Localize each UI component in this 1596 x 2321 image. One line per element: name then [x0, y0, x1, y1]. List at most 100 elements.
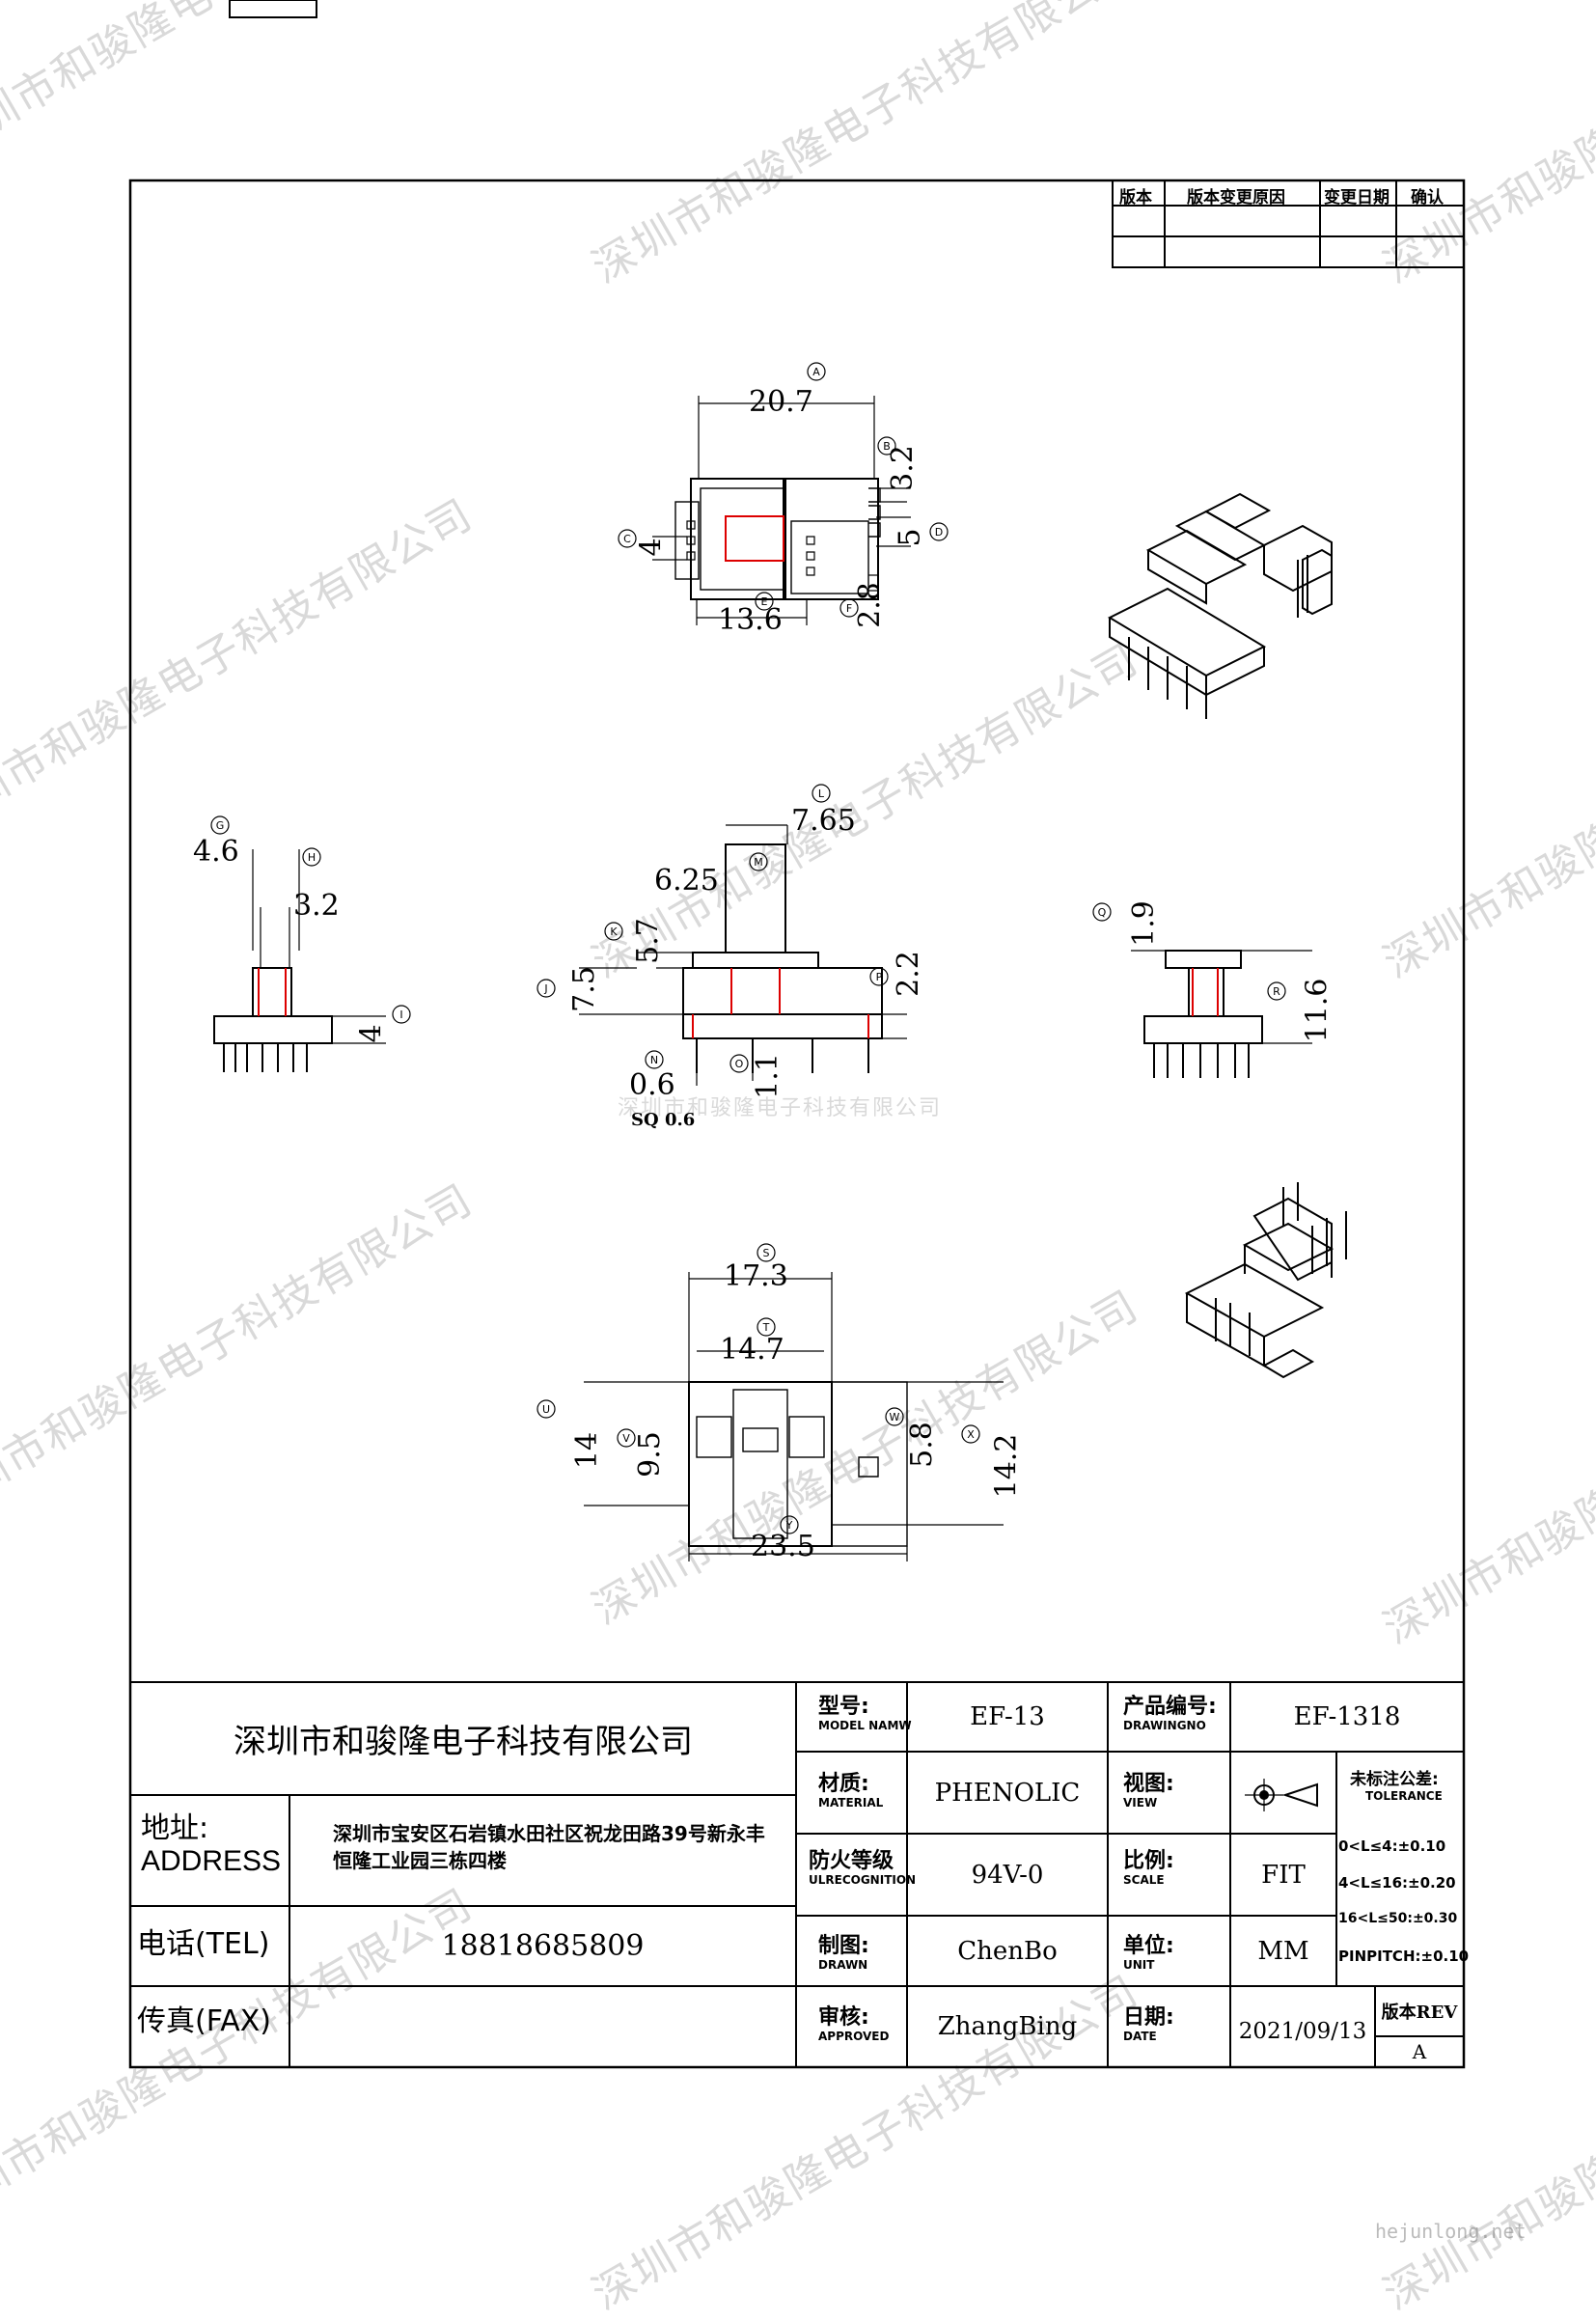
dim-g: 4.6 — [193, 835, 239, 869]
marker-circle — [617, 1428, 636, 1448]
revision-value: A — [1412, 2040, 1427, 2063]
marker-letter: F — [846, 602, 852, 615]
marker-circle — [869, 967, 889, 986]
isometric-view-2 — [1184, 1182, 1347, 1379]
side-view-left-dimensions — [252, 849, 386, 1044]
marker-letter: V — [622, 1432, 630, 1445]
marker-letter: Q — [1098, 906, 1107, 919]
address-label-cn: 地址: — [141, 1811, 209, 1845]
marker-circle — [839, 598, 859, 618]
address-line-1: 深圳市宝安区石岩镇水田社区祝龙田路39号新永丰 — [333, 1822, 765, 1845]
dim-k: 5.7 — [630, 918, 665, 964]
marker-letter: O — [735, 1058, 744, 1070]
address-line-2: 恒隆工业园三栋四楼 — [333, 1849, 507, 1872]
company-name: 深圳市和骏隆电子科技有限公司 — [234, 1723, 693, 1761]
fire-rating-label-cn: 防火等级 — [809, 1849, 894, 1873]
top-view — [674, 478, 881, 600]
marker-circle — [1267, 981, 1286, 1001]
unit-label-en: UNIT — [1123, 1958, 1155, 1972]
dim-v: 9.5 — [632, 1431, 667, 1478]
date-label-en: DATE — [1123, 2030, 1157, 2043]
unit-label-cn: 单位: — [1123, 1934, 1174, 1958]
marker-circle — [961, 1424, 980, 1444]
marker-letter: N — [650, 1054, 658, 1066]
isometric-view-1 — [1107, 492, 1333, 719]
product-no-label-cn: 产品编号: — [1123, 1695, 1217, 1719]
marker-circle — [755, 592, 774, 611]
marker-circle — [749, 852, 768, 871]
revision-header-version: 版本 — [1119, 188, 1152, 207]
dim-p: 2.2 — [891, 951, 925, 997]
material-label-en: MATERIAL — [818, 1796, 884, 1810]
marker-letter: R — [1273, 985, 1280, 998]
drawn-label-en: DRAWN — [818, 1958, 868, 1972]
date-label-cn: 日期: — [1123, 2005, 1174, 2030]
scale-label-cn: 比例: — [1123, 1849, 1174, 1873]
revision-label: 版本REV — [1381, 2003, 1458, 2023]
projection-symbol-icon — [1245, 1779, 1318, 1811]
front-view-dimensions — [579, 824, 907, 1086]
marker-letter: G — [216, 819, 225, 832]
view-label-en: VIEW — [1123, 1796, 1158, 1810]
marker-circle — [537, 979, 556, 998]
dim-d: 5 — [893, 528, 927, 547]
dim-h: 3.2 — [293, 889, 340, 923]
marker-letter: X — [967, 1428, 975, 1441]
product-no-value: EF-1318 — [1293, 1702, 1401, 1731]
marker-letter: J — [543, 982, 547, 995]
marker-circle — [807, 362, 826, 381]
scale-label-en: SCALE — [1123, 1873, 1165, 1887]
marker-letter: B — [883, 440, 891, 453]
marker-circle — [812, 784, 831, 803]
dim-l: 7.65 — [791, 804, 856, 838]
fire-rating-value: 94V-0 — [971, 1860, 1044, 1890]
fax-label: 传真(FAX) — [137, 2004, 271, 2038]
tolerance-row: 4<L≤16:±0.20 — [1338, 1874, 1456, 1892]
marker-circle — [645, 1050, 664, 1069]
marker-letter: S — [763, 1247, 770, 1259]
marker-letter: T — [762, 1321, 770, 1334]
tel-label: 电话(TEL) — [137, 1927, 270, 1961]
dim-i: 4 — [354, 1024, 389, 1043]
material-label: 材质: MATERIAL — [818, 1772, 884, 1810]
model-value: EF-13 — [970, 1702, 1045, 1731]
model-label: 型号: MODEL NAMW — [818, 1695, 912, 1732]
marker-letter: M — [754, 856, 763, 869]
revision-header-confirm: 确认 — [1411, 188, 1444, 207]
marker-letter: C — [623, 533, 631, 545]
address-value: 深圳市宝安区石岩镇水田社区祝龙田路39号新永丰 恒隆工业园三栋四楼 — [333, 1824, 765, 1870]
address-label-en: ADDRESS — [141, 1845, 282, 1877]
tel-value: 18818685809 — [441, 1929, 645, 1963]
tolerance-row: 16<L≤50:±0.30 — [1338, 1911, 1458, 1926]
marker-letter: U — [542, 1403, 550, 1416]
revision-header-date: 变更日期 — [1324, 188, 1390, 207]
dim-sq: SQ 0.6 — [631, 1110, 696, 1130]
dim-o: 1.1 — [750, 1053, 784, 1099]
marker-letter: P — [876, 971, 883, 983]
model-label-cn: 型号: — [818, 1695, 869, 1719]
marker-circle — [877, 436, 896, 456]
product-no-label-en: DRAWINGNO — [1123, 1719, 1206, 1732]
marker-circle — [757, 1243, 776, 1262]
dim-s: 17.3 — [724, 1259, 788, 1293]
dim-w: 5.8 — [904, 1422, 939, 1468]
drawn-label-cn: 制图: — [818, 1934, 869, 1958]
marker-letter: D — [935, 526, 943, 539]
watermark-url: hejunlong.net — [1375, 2220, 1527, 2243]
dim-q: 1.9 — [1126, 900, 1161, 947]
watermark: 深圳市和骏隆电子科技有限公司 — [618, 1096, 943, 1120]
dim-e: 13.6 — [718, 603, 783, 637]
fire-rating-label: 防火等级 ULRECOGNITION — [809, 1849, 916, 1887]
view-label: 视图: VIEW — [1123, 1774, 1174, 1810]
marker-circle — [537, 1399, 556, 1419]
tolerance-row: 0<L≤4:±0.10 — [1338, 1837, 1446, 1855]
marker-letter: L — [818, 787, 825, 800]
marker-letter: W — [890, 1411, 900, 1423]
marker-circle — [392, 1005, 411, 1024]
material-label-cn: 材质: — [818, 1772, 869, 1796]
dim-u: 14 — [570, 1431, 605, 1470]
dim-x: 14.2 — [989, 1433, 1024, 1499]
approved-label: 审核: APPROVED — [818, 2007, 889, 2043]
scale-label: 比例: SCALE — [1123, 1849, 1174, 1887]
